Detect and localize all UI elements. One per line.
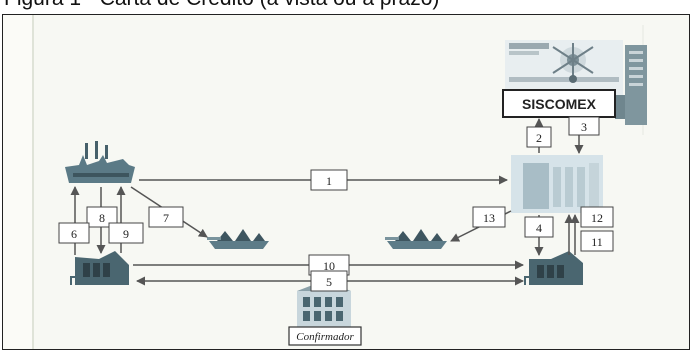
siscomex-box [502, 89, 616, 118]
exporter-house-icon [70, 251, 129, 285]
importer-house-icon [524, 251, 583, 285]
flow-number-11: 11 [580, 230, 614, 252]
flow-number-9: 9 [108, 222, 144, 244]
svg-text:13: 13 [483, 211, 495, 225]
svg-text:1: 1 [326, 174, 332, 188]
svg-text:11: 11 [591, 235, 603, 249]
flow-number-13: 13 [472, 206, 506, 228]
network-illustration [505, 40, 623, 98]
confirmer-label-box [288, 326, 362, 346]
flow-number-5: 5 [310, 270, 348, 292]
flow-diagram: SISCOMEX [32, 15, 647, 349]
computer-tower-icon [615, 45, 647, 125]
svg-text:12: 12 [591, 211, 603, 225]
flow-number-8: 8 [86, 206, 118, 228]
svg-text:8: 8 [99, 211, 105, 225]
svg-text:2: 2 [536, 131, 542, 145]
diagram-frame: SISCOMEX [2, 14, 690, 350]
siscomex-label: SISCOMEX [522, 96, 597, 112]
svg-text:3: 3 [581, 120, 587, 134]
bank-building-icon [511, 155, 603, 213]
svg-text:9: 9 [123, 227, 129, 241]
figure-caption: Figura 1 - Carta de Crédito (à vista ou … [4, 0, 439, 11]
left-ship-icon [207, 229, 269, 249]
flow-number-7: 7 [148, 206, 184, 228]
confirmer-label: Confirmador [296, 331, 354, 343]
confirmer-building-icon [297, 281, 351, 331]
svg-text:10: 10 [323, 259, 335, 273]
svg-text:5: 5 [326, 275, 332, 289]
exporter-factory-icon [65, 141, 135, 183]
flow-number-1: 1 [310, 169, 348, 191]
flow-number-4: 4 [524, 216, 554, 238]
right-ship-icon [385, 229, 447, 249]
flow-number-2: 2 [526, 126, 552, 148]
svg-text:6: 6 [71, 227, 77, 241]
svg-text:7: 7 [163, 211, 169, 225]
flow-number-6: 6 [58, 222, 90, 244]
flow-number-3: 3 [568, 116, 600, 136]
svg-text:4: 4 [536, 221, 542, 235]
flow-number-12: 12 [580, 206, 614, 228]
